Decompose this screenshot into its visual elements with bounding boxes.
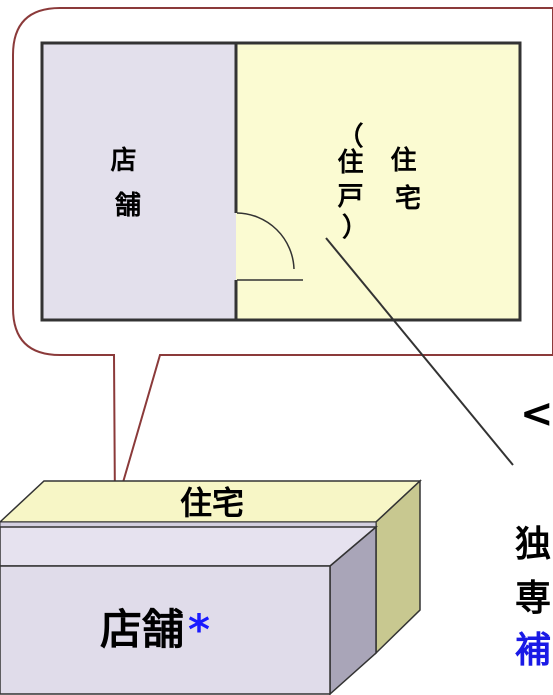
residence-sub-label-char-4: ） [342, 213, 368, 243]
shop-area [42, 43, 236, 320]
building-block: 住宅 店舗* [0, 479, 422, 695]
residence-sub-label-char-3: 戸 [337, 182, 363, 212]
note-partial-line1: 独 [515, 524, 551, 565]
pointer-line [325, 237, 514, 466]
svg-text:住 宅: 住 宅 [390, 145, 425, 214]
asterisk-mark: * [188, 605, 210, 654]
note-partial-line2: 専 [515, 578, 551, 619]
block-front-label: 店舗* [100, 605, 210, 654]
block-front-face [0, 565, 331, 695]
residence-sub-label-char-1: （ [337, 122, 363, 152]
residence-label-char-1: 住 [390, 145, 416, 176]
svg-text:店 舗: 店 舗 [110, 146, 145, 221]
block-front-label-text: 店舗 [100, 605, 184, 654]
floor-plan-outline [40, 41, 522, 322]
floor-plan: 店 舗 住 宅 （ 住 戸 ） [40, 41, 522, 322]
door-swing-arc [236, 212, 295, 270]
block-top-label: 住宅 [180, 484, 244, 522]
residence-label-char-2: 宅 [395, 183, 421, 214]
residence-sub-label-char-2: 住 [337, 147, 363, 178]
note-partial-top: < [520, 391, 553, 437]
shop-label-char-2: 舗 [114, 191, 141, 221]
shop-label-char-1: 店 [110, 146, 136, 176]
block-shop-slant [0, 526, 379, 567]
svg-text:（ 住 戸 ）: （ 住 戸 ） [337, 122, 372, 243]
residence-area [236, 43, 520, 320]
note-partial-line3: 補 [515, 630, 551, 671]
side-notes: < 独 専 補 [515, 391, 553, 671]
